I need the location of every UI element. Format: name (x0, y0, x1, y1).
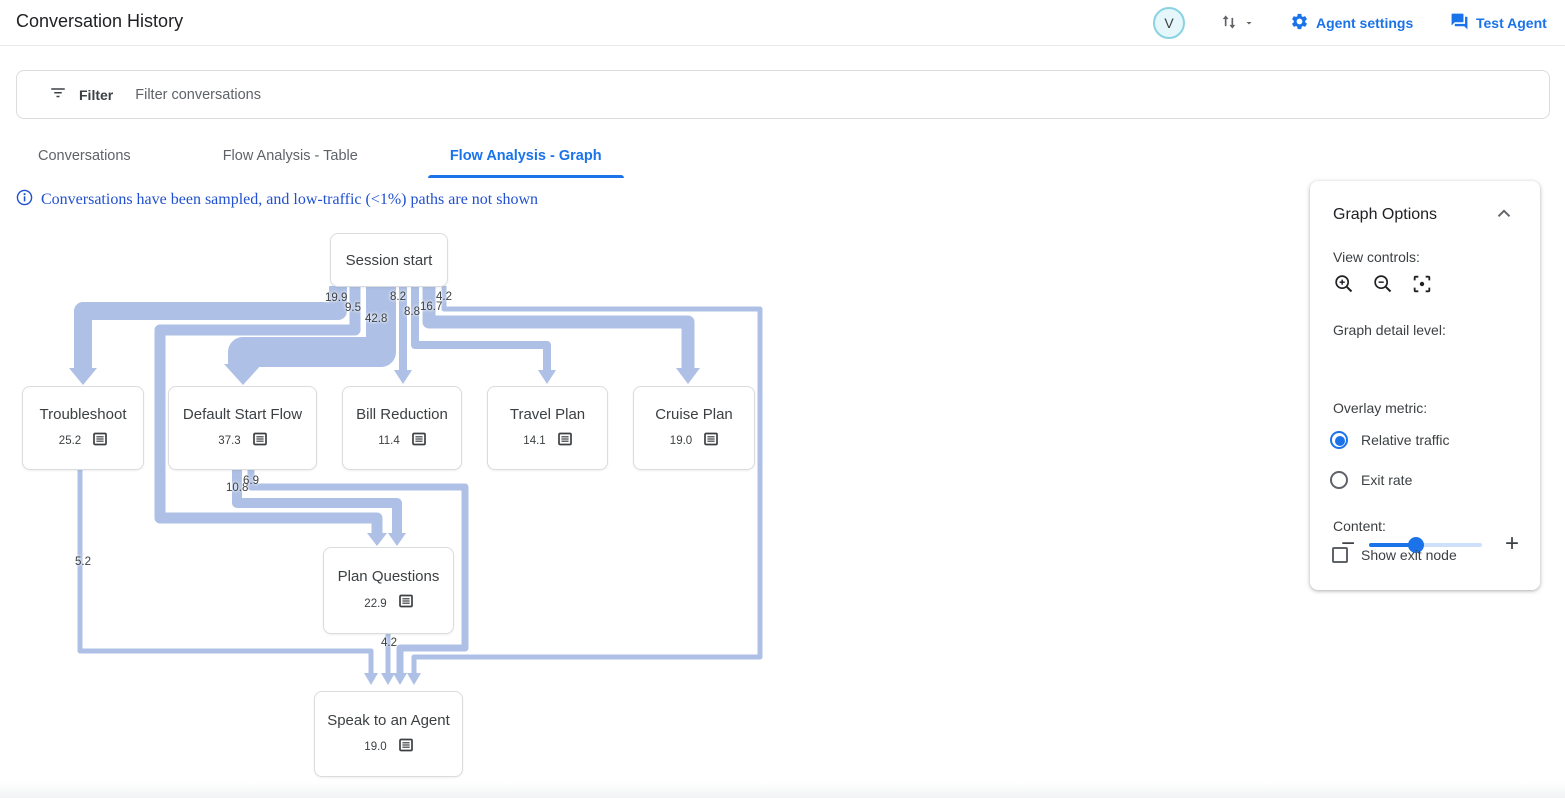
checkbox-show-exit-node[interactable]: Show exit node (1330, 547, 1457, 563)
filter-conversations-input[interactable]: Filter conversations (135, 86, 261, 103)
checkbox-icon[interactable] (1332, 547, 1348, 563)
list-icon[interactable] (398, 594, 413, 613)
filter-bar[interactable]: Filter Filter conversations (16, 70, 1550, 119)
graph-options-title: Graph Options (1333, 206, 1438, 223)
radio-icon[interactable] (1330, 431, 1348, 449)
edge-label: 4.2 (436, 291, 452, 303)
tab-bar: Conversations Flow Analysis - Table Flow… (16, 138, 624, 178)
panel-collapse-chevron-up-icon[interactable] (1493, 203, 1515, 225)
radio-relative-traffic[interactable]: Relative traffic (1330, 431, 1449, 449)
chat-icon (1450, 12, 1469, 34)
flow-node-cruise-plan[interactable]: Cruise Plan 19.0 (633, 386, 755, 470)
zoom-in-icon[interactable] (1333, 273, 1355, 295)
list-icon[interactable] (411, 432, 426, 451)
page-title: Conversation History (16, 11, 184, 31)
test-agent-button[interactable]: Test Agent (1450, 12, 1547, 34)
content-label: Content: (1333, 518, 1386, 534)
edge-label: 8.8 (404, 306, 420, 318)
slider-thumb[interactable] (1408, 537, 1424, 553)
chevron-down-icon (1243, 16, 1255, 34)
top-bar: Conversation History V Agent settings Te… (0, 0, 1565, 46)
avatar[interactable]: V (1153, 7, 1185, 39)
info-icon (16, 189, 33, 211)
graph-detail-label: Graph detail level: (1333, 322, 1446, 338)
node-value: 11.4 (378, 435, 400, 447)
slider-minus-button[interactable]: − (1341, 530, 1356, 557)
edge-label: 42.8 (365, 313, 388, 325)
agent-settings-label: Agent settings (1316, 15, 1414, 31)
sampling-notice: Conversations have been sampled, and low… (16, 189, 538, 211)
flow-node-bill-reduction[interactable]: Bill Reduction 11.4 (342, 386, 462, 470)
radio-icon[interactable] (1330, 471, 1348, 489)
flow-node-travel-plan[interactable]: Travel Plan 14.1 (487, 386, 608, 470)
overlay-metric-label: Overlay metric: (1333, 400, 1428, 416)
node-value: 19.0 (364, 741, 387, 753)
list-icon[interactable] (93, 432, 108, 451)
node-title: Default Start Flow (182, 405, 303, 423)
page-bottom-edge (0, 782, 1565, 798)
edge-label: 4.2 (381, 637, 397, 649)
node-title: Plan Questions (337, 568, 440, 585)
zoom-out-icon[interactable] (1372, 273, 1394, 295)
graph-options-panel: Graph Options View controls: Graph detai… (1310, 181, 1540, 590)
node-value: 19.0 (669, 435, 693, 447)
node-title: Travel Plan (509, 405, 586, 423)
radio-exit-rate[interactable]: Exit rate (1330, 471, 1412, 489)
list-icon[interactable] (557, 432, 572, 451)
edge-label: 8.2 (390, 291, 406, 303)
sampling-notice-text: Conversations have been sampled, and low… (41, 191, 539, 208)
node-title: Troubleshoot (39, 405, 127, 423)
sort-arrows-icon (1219, 12, 1239, 37)
node-title: Speak to an Agent (327, 711, 450, 729)
center-focus-icon[interactable] (1411, 273, 1433, 295)
list-icon[interactable] (398, 738, 413, 757)
test-agent-label: Test Agent (1476, 15, 1547, 31)
tab-conversations[interactable]: Conversations (38, 148, 131, 164)
node-value: 14.1 (523, 435, 546, 447)
avatar-initial: V (1164, 15, 1174, 31)
slider-fill (1369, 543, 1416, 547)
checkbox-label: Show exit node (1361, 547, 1457, 563)
sort-button[interactable] (1219, 12, 1255, 37)
radio-label: Exit rate (1361, 472, 1413, 488)
edge-label: 5.2 (75, 556, 91, 568)
filter-icon (49, 83, 67, 106)
tab-flow-analysis-graph[interactable]: Flow Analysis - Graph (427, 138, 624, 178)
filter-label: Filter (79, 86, 114, 103)
slider-plus-button[interactable]: + (1505, 530, 1520, 557)
graph-detail-slider: − + (1333, 530, 1520, 557)
edge-label: 6.9 (243, 475, 259, 487)
list-icon[interactable] (252, 432, 267, 451)
node-title: Session start (345, 251, 433, 269)
node-value: 25.2 (58, 435, 82, 447)
flow-node-troubleshoot[interactable]: Troubleshoot 25.2 (22, 386, 144, 470)
flow-node-plan-questions[interactable]: Plan Questions 22.9 (323, 547, 454, 634)
node-title: Cruise Plan (655, 405, 733, 423)
agent-settings-button[interactable]: Agent settings (1290, 12, 1413, 34)
node-value: 22.9 (364, 597, 387, 610)
node-title: Bill Reduction (356, 405, 448, 423)
flow-node-speak-to-an-agent[interactable]: Speak to an Agent 19.0 (314, 691, 463, 777)
list-icon[interactable] (704, 432, 719, 451)
slider-track[interactable] (1369, 537, 1482, 553)
flow-node-default-start-flow[interactable]: Default Start Flow 37.3 (168, 386, 317, 470)
tab-flow-analysis-table[interactable]: Flow Analysis - Table (222, 148, 358, 164)
view-controls-label: View controls: (1333, 249, 1420, 265)
edge-label: 9.5 (345, 302, 361, 314)
node-value: 37.3 (218, 435, 241, 447)
gear-icon (1290, 12, 1309, 34)
radio-label: Relative traffic (1361, 432, 1450, 448)
flow-node-session-start[interactable]: Session start (330, 233, 448, 287)
